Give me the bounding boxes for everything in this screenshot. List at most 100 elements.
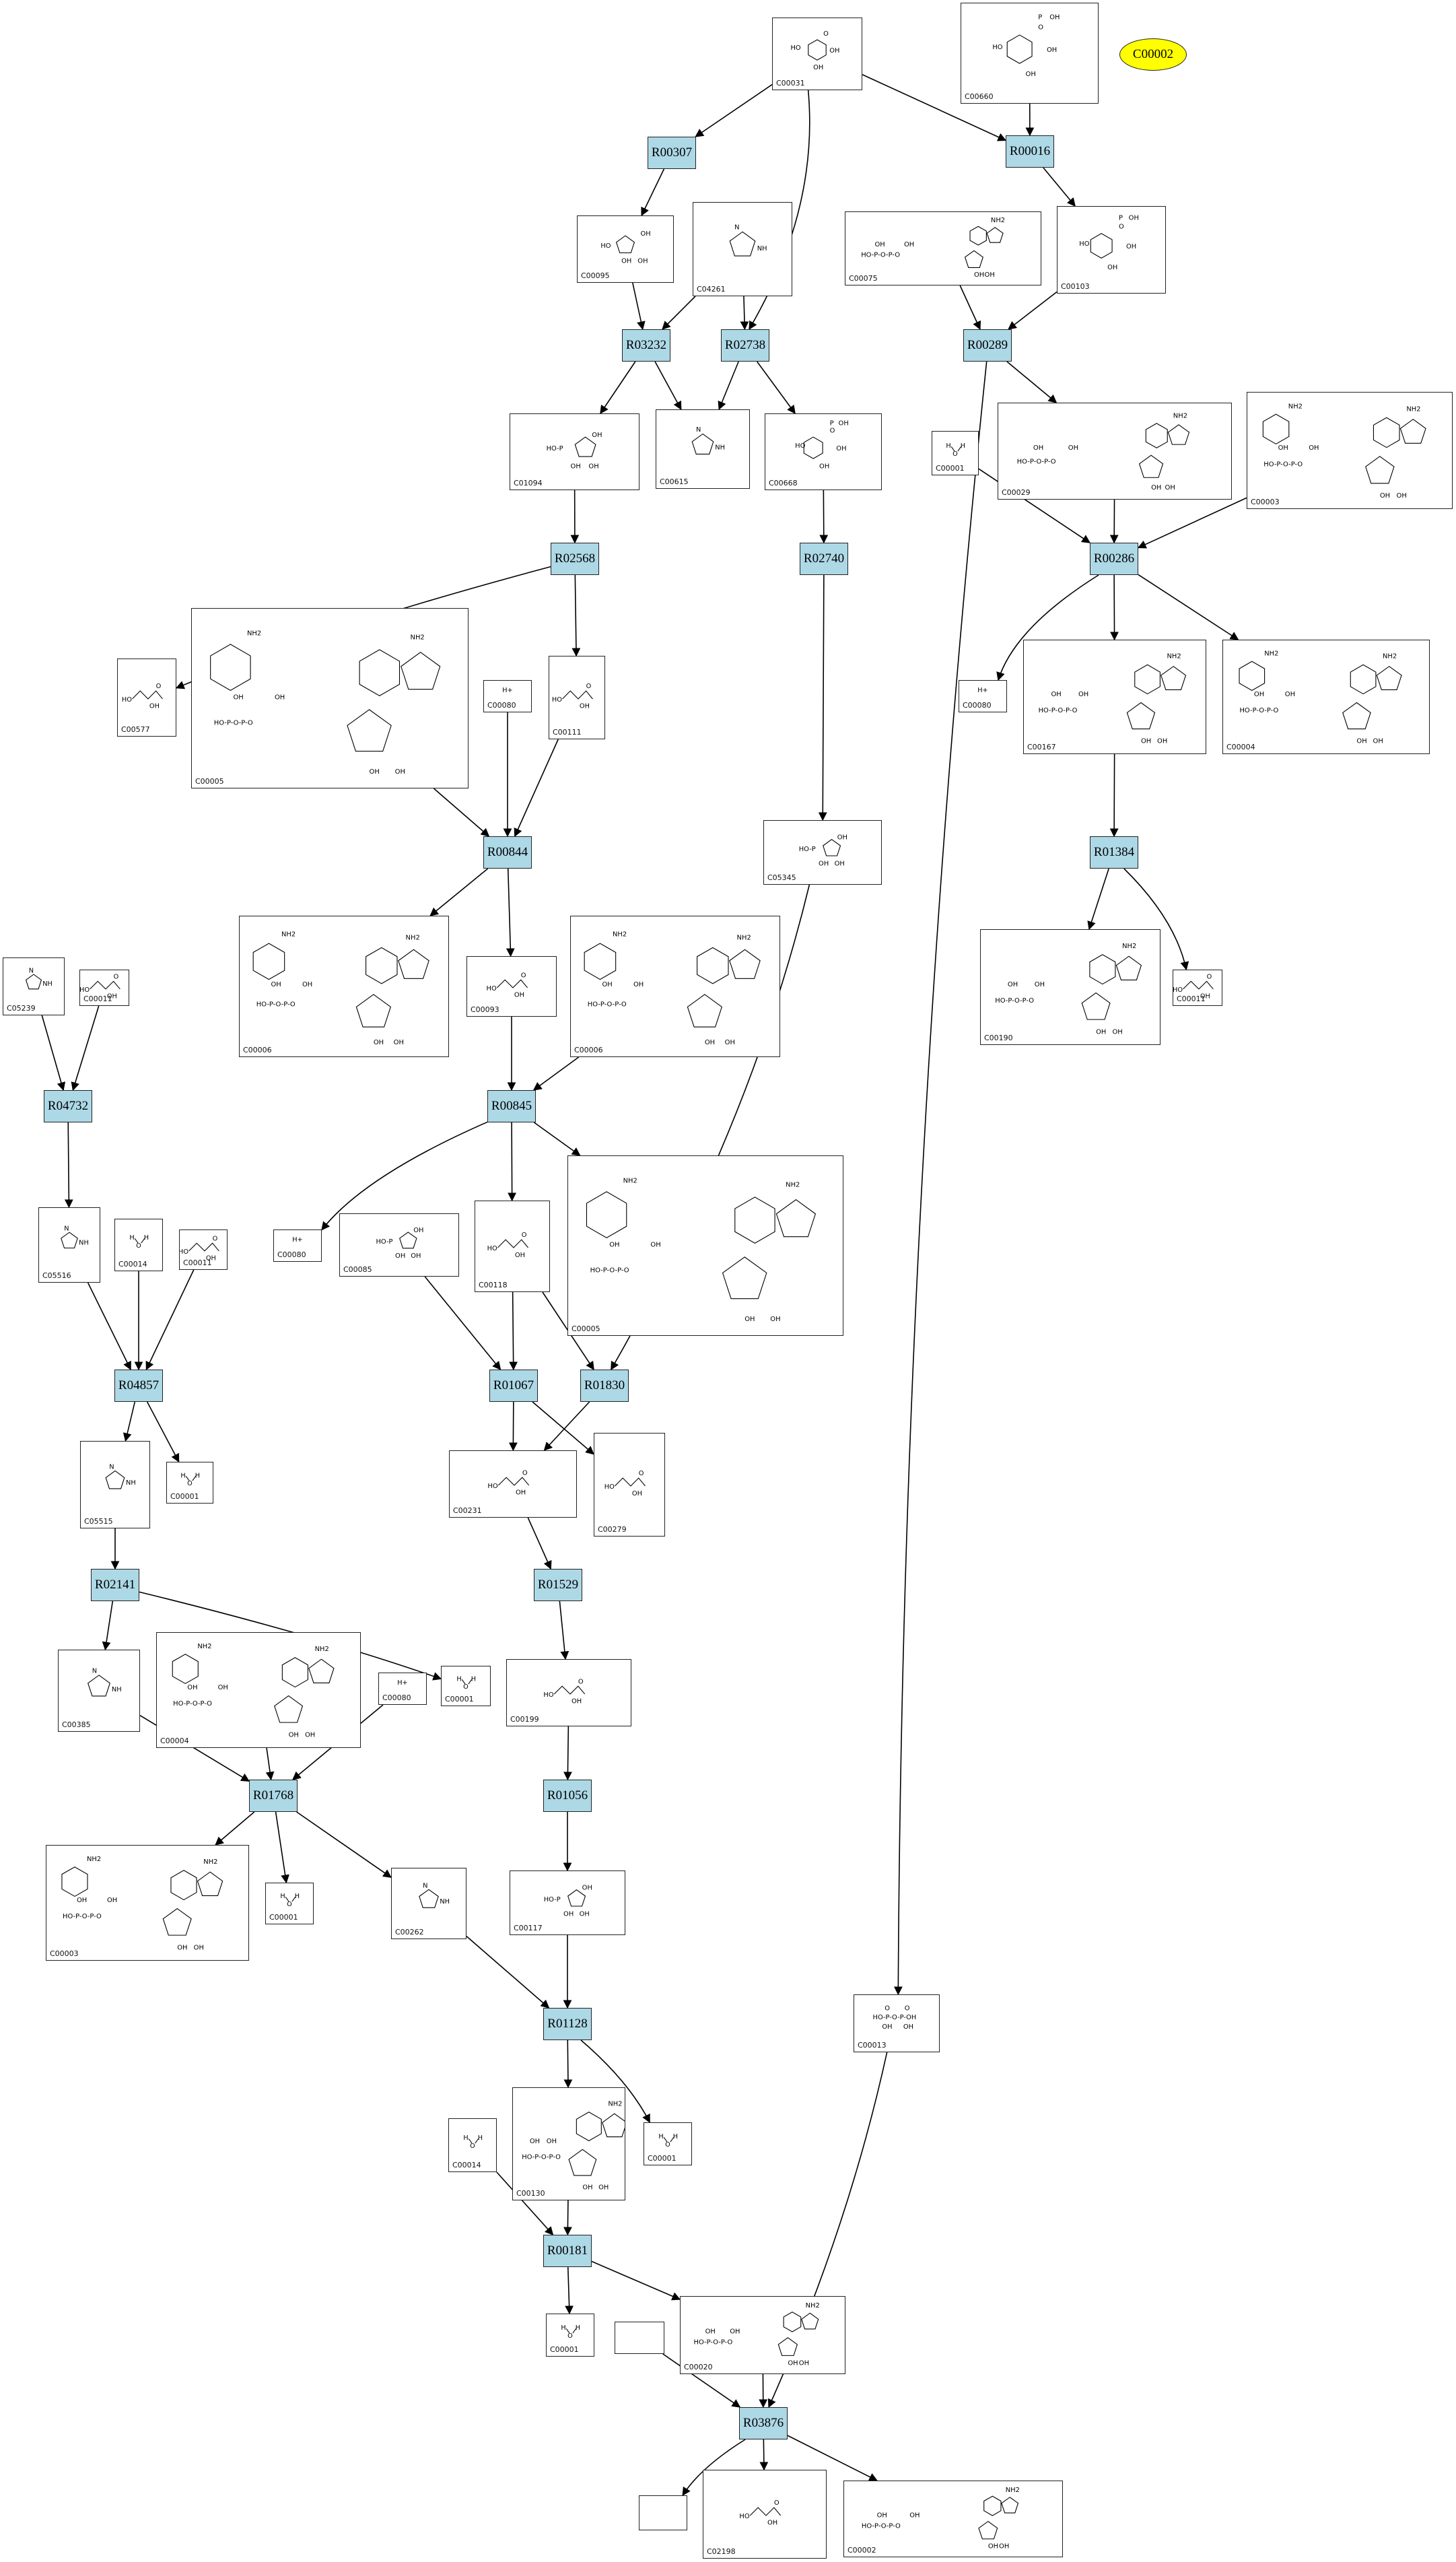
reaction-node-r02738[interactable]: R02738 [721,329,769,362]
svg-text:OH: OH [1126,243,1136,250]
reaction-node-r04857[interactable]: R04857 [114,1370,163,1402]
svg-text:OH: OH [1107,264,1117,271]
reaction-node-r02740[interactable]: R02740 [800,543,848,575]
svg-text:HO-P: HO-P [799,846,816,853]
reaction-node-r02568[interactable]: R02568 [551,543,599,575]
svg-text:OH: OH [988,2543,998,2551]
reaction-node-r00286[interactable]: R00286 [1090,543,1138,575]
reaction-node-r00289[interactable]: R00289 [963,329,1012,362]
svg-text:O: O [823,30,829,38]
reaction-node-r02141[interactable]: R02141 [91,1569,139,1601]
compound-id-label: C00011 [183,1258,212,1267]
svg-text:HO-P-O-P-O: HO-P-O-P-O [1039,707,1078,714]
reaction-node-r00844[interactable]: R00844 [483,836,532,869]
svg-text:NH2: NH2 [87,1856,101,1863]
compound-id-label: C00006 [243,1046,272,1054]
reaction-node-r01830[interactable]: R01830 [580,1370,629,1402]
svg-text:H: H [195,1472,200,1479]
reaction-node-r01128[interactable]: R01128 [543,2008,592,2040]
target-compound-oval[interactable]: C00002 [1119,38,1187,71]
reaction-node-r03232[interactable]: R03232 [622,329,670,362]
svg-text:H: H [946,442,950,450]
reaction-node-r03876[interactable]: R03876 [739,2407,788,2439]
reaction-node-r01768[interactable]: R01768 [249,1780,298,1812]
reaction-node-r00181[interactable]: R00181 [543,2235,592,2267]
compound-node-c00080c[interactable]: H+C00080 [273,1229,322,1262]
reaction-node-r00016[interactable]: R00016 [1006,135,1054,168]
compound-node-c00080b[interactable]: H+C00080 [959,680,1007,712]
svg-text:O: O [665,2141,670,2149]
reaction-node-r01384[interactable]: R01384 [1090,836,1138,869]
reaction-node-r00307[interactable]: R00307 [648,137,696,169]
reaction-node-r01529[interactable]: R01529 [534,1569,582,1601]
reaction-node-r01067[interactable]: R01067 [489,1370,538,1402]
reaction-node-r00845[interactable]: R00845 [487,1090,536,1122]
structure-drawing: H+ [292,1236,302,1244]
svg-text:NH: NH [440,1898,450,1906]
structure-drawing: H+ [502,687,512,694]
reaction-node-r01056[interactable]: R01056 [543,1780,592,1812]
edge-arrow [1137,497,1247,549]
compound-node-blank2[interactable] [639,2495,687,2530]
compound-node-blank1[interactable] [615,2322,664,2354]
reaction-node-r04732[interactable]: R04732 [44,1090,92,1122]
svg-text:O: O [1038,24,1043,31]
compound-node-c00080d[interactable]: H+C00080 [378,1673,427,1705]
compound-node-c00080a[interactable]: H+C00080 [483,680,532,712]
svg-text:NH2: NH2 [608,2100,622,2108]
svg-text:NH2: NH2 [1122,943,1136,950]
